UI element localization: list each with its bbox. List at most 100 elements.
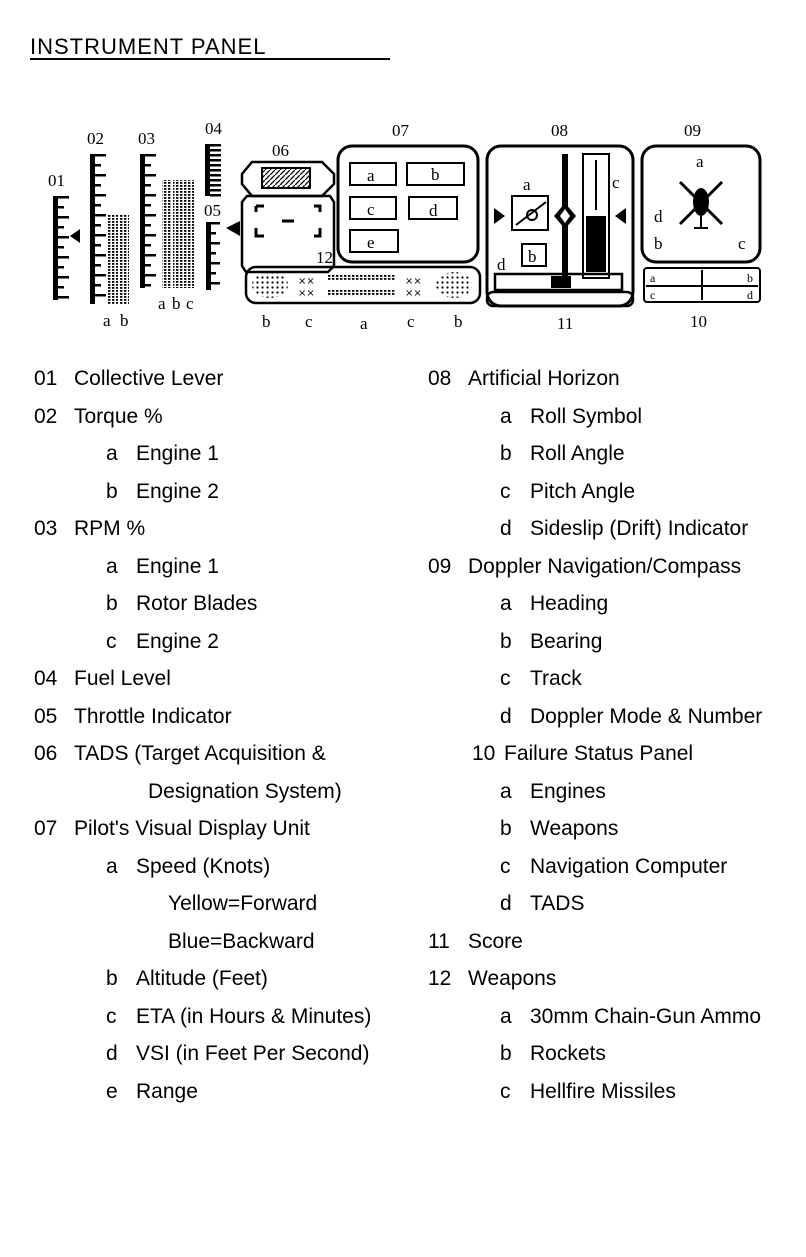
label-04: 04 bbox=[205, 119, 223, 138]
legend-key: b bbox=[500, 817, 512, 840]
label-03a: a bbox=[158, 294, 166, 313]
label-12c-left: c bbox=[305, 312, 313, 331]
legend-key: b bbox=[106, 967, 118, 990]
legend-text: Engine 1 bbox=[136, 442, 219, 465]
legend-key: 04 bbox=[34, 667, 58, 690]
legend-key: b bbox=[500, 442, 512, 465]
legend-key: d bbox=[106, 1042, 118, 1065]
legend-key: b bbox=[106, 592, 118, 615]
legend-text: Hellfire Missiles bbox=[530, 1079, 676, 1103]
svg-text:××: ×× bbox=[405, 288, 422, 299]
label-02b: b bbox=[120, 311, 129, 330]
instrument-panel-diagram: 01 02 a b 03 a b c 04 05 bbox=[48, 119, 762, 333]
svg-text:××: ×× bbox=[298, 276, 315, 287]
label-08a: a bbox=[523, 175, 531, 194]
label-09c: c bbox=[738, 234, 746, 253]
legend-text: Weapons bbox=[468, 967, 557, 990]
legend-text: Roll Symbol bbox=[530, 404, 643, 428]
pilot-display-unit bbox=[336, 144, 480, 264]
legend-key: 10 bbox=[472, 742, 496, 765]
artificial-horizon bbox=[485, 144, 635, 308]
legend-text: Pitch Angle bbox=[530, 479, 636, 503]
legend-text: Altitude (Feet) bbox=[136, 967, 268, 990]
label-06: 06 bbox=[272, 141, 289, 160]
label-02a: a bbox=[103, 311, 111, 330]
label-10c: c bbox=[650, 288, 655, 302]
legend-text: Pilot's Visual Display Unit bbox=[74, 817, 310, 840]
label-09d: d bbox=[654, 207, 663, 226]
legend-text: Score bbox=[468, 929, 523, 953]
rpm-gauge bbox=[140, 154, 194, 288]
legend-key: 09 bbox=[428, 554, 452, 578]
weapons-panel: ×× ×× ×× ×× bbox=[244, 265, 482, 305]
label-07c: c bbox=[367, 200, 375, 219]
legend-text: Range bbox=[136, 1079, 198, 1103]
torque-gauge bbox=[90, 154, 129, 304]
label-03: 03 bbox=[138, 129, 155, 148]
legend-key: d bbox=[500, 704, 512, 728]
legend-key: 06 bbox=[34, 742, 58, 765]
legend-key: 05 bbox=[34, 704, 58, 728]
legend-text: Artificial Horizon bbox=[468, 367, 620, 390]
legend-key: a bbox=[500, 404, 512, 428]
legend-key: 02 bbox=[34, 404, 58, 428]
legend-key: c bbox=[500, 667, 511, 690]
title-underline bbox=[30, 58, 390, 60]
legend-key: 07 bbox=[34, 817, 58, 840]
legend-key: b bbox=[500, 629, 512, 653]
label-10: 10 bbox=[690, 312, 707, 331]
legend-key: 03 bbox=[34, 517, 58, 540]
legend-text: VSI (in Feet Per Second) bbox=[136, 1042, 370, 1065]
label-02: 02 bbox=[87, 129, 104, 148]
legend-key: a bbox=[500, 779, 512, 803]
tads-display bbox=[240, 160, 336, 274]
legend-text: Heading bbox=[530, 592, 609, 615]
legend-text: Collective Lever bbox=[74, 367, 224, 390]
legend-text: Engine 1 bbox=[136, 554, 219, 578]
label-12b-left: b bbox=[262, 312, 271, 331]
legend-text: TADS (Target Acquisition & bbox=[74, 742, 326, 765]
legend-text: Failure Status Panel bbox=[504, 742, 694, 765]
legend-key: a bbox=[500, 1004, 512, 1028]
legend-text: Yellow=Forward bbox=[168, 892, 318, 915]
failure-status-panel bbox=[643, 267, 761, 303]
legend-key: 08 bbox=[428, 367, 452, 390]
legend-key: d bbox=[500, 517, 512, 540]
label-08: 08 bbox=[551, 121, 568, 140]
legend-text: Sideslip (Drift) Indicator bbox=[530, 517, 749, 540]
label-07d: d bbox=[429, 201, 438, 220]
label-10d: d bbox=[747, 288, 753, 302]
svg-text:××: ×× bbox=[298, 288, 315, 299]
label-12c-right: c bbox=[407, 312, 415, 331]
legend-text: Track bbox=[530, 667, 582, 690]
legend-text: TADS bbox=[530, 892, 585, 915]
label-07: 07 bbox=[392, 121, 410, 140]
page-title: INSTRUMENT PANEL bbox=[30, 34, 267, 59]
legend-text: Designation System) bbox=[148, 779, 342, 803]
legend-text: Doppler Mode & Number bbox=[530, 704, 763, 728]
legend-key: c bbox=[500, 854, 511, 878]
legend-text: Fuel Level bbox=[74, 667, 171, 690]
legend-key: a bbox=[500, 592, 512, 615]
legend-key: e bbox=[106, 1079, 118, 1103]
label-09b: b bbox=[654, 234, 663, 253]
legend-text: Bearing bbox=[530, 629, 603, 653]
legend-key: a bbox=[106, 854, 118, 878]
legend-key: 01 bbox=[34, 367, 58, 390]
legend-key: a bbox=[106, 554, 118, 578]
legend-key: c bbox=[500, 1079, 511, 1103]
label-10a: a bbox=[650, 271, 656, 285]
legend-text: Engine 2 bbox=[136, 629, 219, 653]
label-12a: a bbox=[360, 314, 368, 333]
label-07b: b bbox=[431, 165, 440, 184]
legend-key: c bbox=[500, 479, 511, 503]
legend-text: RPM % bbox=[74, 517, 146, 540]
label-03c: c bbox=[186, 294, 194, 313]
label-08c: c bbox=[612, 173, 620, 192]
label-11: 11 bbox=[557, 314, 573, 333]
legend-key: a bbox=[106, 442, 118, 465]
legend-key: 12 bbox=[428, 967, 452, 990]
label-08d: d bbox=[497, 255, 506, 274]
label-09a: a bbox=[696, 152, 704, 171]
legend-text: Engines bbox=[530, 779, 606, 803]
